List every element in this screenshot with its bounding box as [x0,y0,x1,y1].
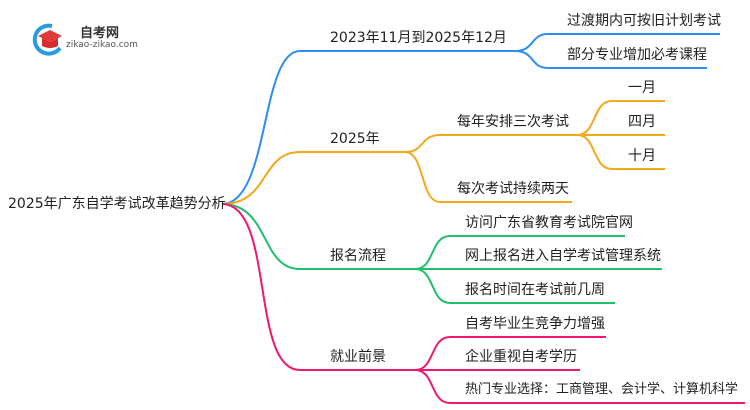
branch-1-child-2[interactable]: 部分专业增加必考课程 [567,47,707,63]
link-branch-4-child-1 [414,336,606,371]
branch-2-node[interactable]: 2025年 [330,131,380,147]
link-branch-1-child-1 [514,33,720,52]
branch-1-child-1[interactable]: 过渡期内可按旧计划考试 [567,13,721,29]
branch-3-child-2[interactable]: 网上报名进入自学考试管理系统 [465,248,661,264]
grandchild-jan[interactable]: 一月 [628,80,656,96]
link-grandchild-1 [576,100,665,136]
branch-2-child-2[interactable]: 每次考试持续两天 [457,181,569,197]
branch-1-node[interactable]: 2023年11月到2025年12月 [330,30,507,46]
branch-4-child-1[interactable]: 自考毕业生竞争力增强 [465,316,605,332]
link-branch-1 [221,50,515,205]
graduation-cap-icon [32,23,62,56]
branch-4-child-3[interactable]: 热门专业选择：工商管理、会计学、计算机科学 [465,382,739,397]
link-branch-3-child-1 [414,235,625,270]
branch-4-node[interactable]: 就业前景 [330,349,386,365]
root-node[interactable]: 2025年广东自学考试改革趋势分析 [8,196,226,212]
branch-3-child-3[interactable]: 报名时间在考试前几周 [465,282,605,298]
link-grandchild-3 [576,134,665,170]
link-branch-3-child-3 [414,268,615,304]
link-branch-4 [221,203,415,371]
grandchild-oct[interactable]: 十月 [628,148,656,164]
link-branch-2-child-1 [404,134,577,153]
link-branch-2-child-2 [404,151,572,203]
grandchild-apr[interactable]: 四月 [628,114,656,130]
branch-2-child-1[interactable]: 每年安排三次考试 [457,114,569,130]
link-branch-3 [221,203,415,270]
link-branch-1-child-2 [514,50,707,69]
logo-title: 自考网 [80,26,120,41]
link-branch-2 [221,151,405,205]
branch-4-child-2[interactable]: 企业重视自考学历 [465,349,577,365]
link-branch-4-child-3 [414,369,745,404]
logo-url: zikao-zikao.com [66,40,138,50]
logo: 自考网 zikao-zikao.com [30,20,150,56]
branch-3-node[interactable]: 报名流程 [330,248,386,264]
branch-3-child-1[interactable]: 访问广东省教育考试院官网 [465,215,633,231]
